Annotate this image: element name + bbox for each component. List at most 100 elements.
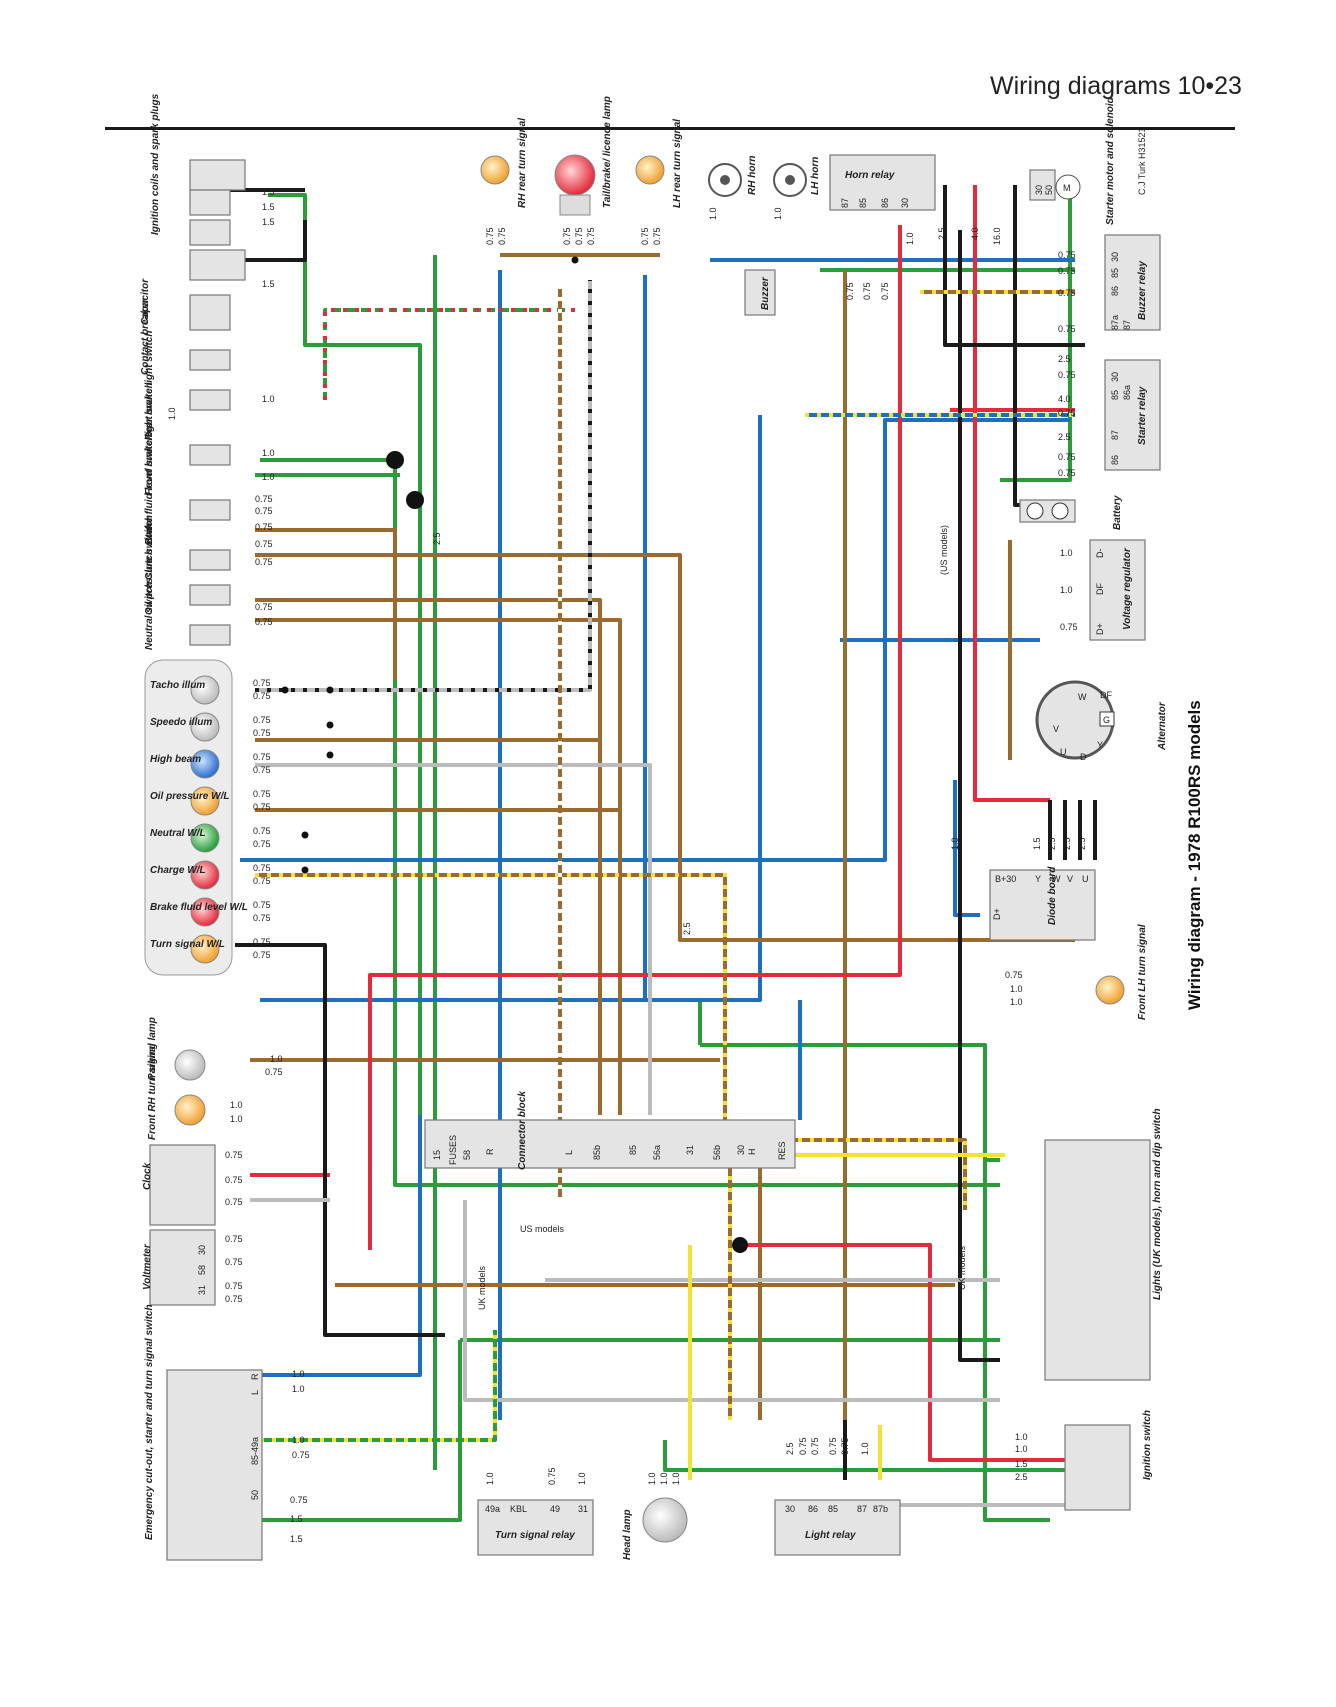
svg-text:D+: D+ — [1095, 623, 1105, 635]
warning-lamp-label: Neutral W/L — [150, 828, 206, 839]
svg-text:1.5: 1.5 — [262, 279, 275, 289]
svg-text:1.0: 1.0 — [485, 1472, 495, 1485]
svg-text:1.0: 1.0 — [647, 1472, 657, 1485]
horn-relay: Horn relay 87 85 86 30 0.75 0.75 0.75 1.… — [829, 154, 936, 300]
svg-text:Battery: Battery — [1112, 495, 1123, 530]
svg-text:1.0: 1.0 — [1060, 585, 1073, 595]
svg-text:1.0: 1.0 — [659, 1472, 669, 1485]
wire-green-yellow — [260, 1330, 497, 1442]
starter-relay: Starter relay 30 85 86a 87 86 2.5 0.75 4… — [1058, 354, 1161, 478]
svg-text:58: 58 — [197, 1265, 207, 1275]
svg-text:2.5: 2.5 — [1062, 837, 1072, 850]
ground-gauge-label: 2.5 — [432, 532, 442, 545]
warning-lamp-bulb — [190, 786, 220, 816]
junction-dot — [732, 1237, 748, 1253]
svg-text:Front RH turn signal: Front RH turn signal — [147, 1043, 158, 1140]
svg-text:Emergency cut-out, starter and: Emergency cut-out, starter and turn sign… — [144, 1304, 155, 1540]
wire-red — [740, 1243, 1065, 1462]
svg-text:15: 15 — [432, 1150, 442, 1160]
light-relay: Light relay 30 86 85 87 87b 2.5 0.75 0.7… — [774, 1437, 901, 1556]
svg-text:2.5: 2.5 — [1058, 354, 1071, 364]
svg-text:1.0: 1.0 — [230, 1114, 243, 1124]
warning-lamp-panel — [144, 659, 233, 976]
svg-text:0.75: 0.75 — [225, 1281, 243, 1291]
svg-text:0.75: 0.75 — [1005, 970, 1023, 980]
svg-text:LH horn: LH horn — [810, 157, 821, 195]
svg-text:16.0: 16.0 — [992, 227, 1002, 245]
wire-black-tracer — [255, 280, 592, 692]
wire-red-tracer — [323, 308, 575, 400]
svg-text:1.0: 1.0 — [1010, 997, 1023, 1007]
svg-text:86: 86 — [880, 198, 890, 208]
svg-text:V: V — [1067, 874, 1073, 884]
alternator: W DF G V U D Y Alternator — [1035, 680, 1168, 762]
svg-text:DF: DF — [1100, 690, 1112, 700]
capacitor-label: Capacitor — [140, 278, 151, 325]
wire-green — [255, 1340, 462, 1522]
svg-text:56a: 56a — [652, 1145, 662, 1160]
svg-text:RH horn: RH horn — [747, 156, 758, 195]
ignition-coils-label: Ignition coils and spark plugs — [150, 93, 161, 235]
turn-signal-relay: Turn signal relay 49a KBL 49 31 1.0 0.75… — [477, 1467, 594, 1556]
voltage-regulator: Voltage regulator D- DF D+ 1.0 1.0 0.75 — [1060, 539, 1146, 641]
svg-text:0.75: 0.75 — [845, 282, 855, 300]
contact-breaker-label: Contact breaker — [140, 298, 151, 375]
svg-text:0.75: 0.75 — [255, 494, 273, 504]
svg-text:0.75: 0.75 — [255, 522, 273, 532]
svg-text:1.5: 1.5 — [262, 202, 275, 212]
svg-text:0.75: 0.75 — [1058, 324, 1076, 334]
diagram-caption: Wiring diagram - 1978 R100RS models — [1185, 700, 1204, 1010]
warning-lamp-bulb — [190, 712, 220, 742]
svg-text:Ignition switch: Ignition switch — [1142, 1410, 1153, 1480]
svg-text:1.0: 1.0 — [1015, 1432, 1028, 1442]
buzzer: Buzzer — [744, 269, 776, 316]
svg-text:L: L — [564, 1150, 574, 1155]
svg-text:Tail/brake/ licence lamp: Tail/brake/ licence lamp — [602, 96, 613, 208]
svg-text:0.75: 0.75 — [225, 1175, 243, 1185]
us-models-label-2: US models — [520, 1224, 565, 1234]
warning-lamp-bulb — [190, 897, 220, 927]
svg-text:M: M — [1063, 183, 1071, 193]
ignition-coils: Ignition coils and spark plugs 1.5 1.5 1… — [150, 93, 275, 289]
svg-text:FUSES: FUSES — [448, 1135, 458, 1165]
starter-motor: M 30 50 Starter motor and solenoid 2.5 4… — [937, 96, 1147, 245]
svg-text:31: 31 — [685, 1145, 695, 1155]
svg-text:1.0: 1.0 — [1010, 984, 1023, 994]
us-models-label: (US models) — [939, 525, 949, 575]
svg-text:0.75: 0.75 — [225, 1234, 243, 1244]
svg-text:W: W — [1052, 874, 1061, 884]
wire-black — [235, 220, 307, 262]
battery: Battery — [1019, 495, 1123, 530]
wire-gauge-label: 0.75 — [253, 691, 271, 701]
wire-grey — [463, 1200, 1000, 1402]
svg-text:D+: D+ — [992, 908, 1002, 920]
svg-text:0.75: 0.75 — [862, 282, 872, 300]
wire-brown — [255, 598, 602, 1115]
warning-lamp-bulb — [190, 675, 220, 705]
warning-lamp-label: Charge W/L — [150, 865, 206, 876]
svg-text:86: 86 — [1110, 286, 1120, 296]
svg-text:0.75: 0.75 — [880, 282, 890, 300]
svg-text:Connector block: Connector block — [517, 1091, 528, 1170]
svg-text:87: 87 — [1110, 430, 1120, 440]
svg-text:Starter motor and solenoid: Starter motor and solenoid — [1105, 96, 1116, 225]
svg-text:85: 85 — [628, 1145, 638, 1155]
svg-text:0.75: 0.75 — [1058, 288, 1076, 298]
svg-text:0.75: 0.75 — [225, 1197, 243, 1207]
svg-text:2.5: 2.5 — [1077, 837, 1087, 850]
svg-text:0.75: 0.75 — [798, 1437, 808, 1455]
junction-dot — [326, 686, 334, 694]
svg-text:U: U — [1060, 747, 1067, 757]
svg-text:Diode board: Diode board — [1047, 866, 1058, 925]
svg-text:1.0: 1.0 — [773, 207, 783, 220]
svg-text:4.0: 4.0 — [1058, 394, 1071, 404]
rh-horn: RH horn 1.0 — [708, 156, 758, 220]
svg-text:87b: 87b — [873, 1504, 888, 1514]
svg-text:87: 87 — [1122, 320, 1132, 330]
rear-brake-switch-label: Rear brake light switch — [144, 331, 155, 440]
wire-black — [1048, 800, 1097, 860]
svg-text:30: 30 — [785, 1504, 795, 1514]
wire-red — [368, 225, 902, 1250]
